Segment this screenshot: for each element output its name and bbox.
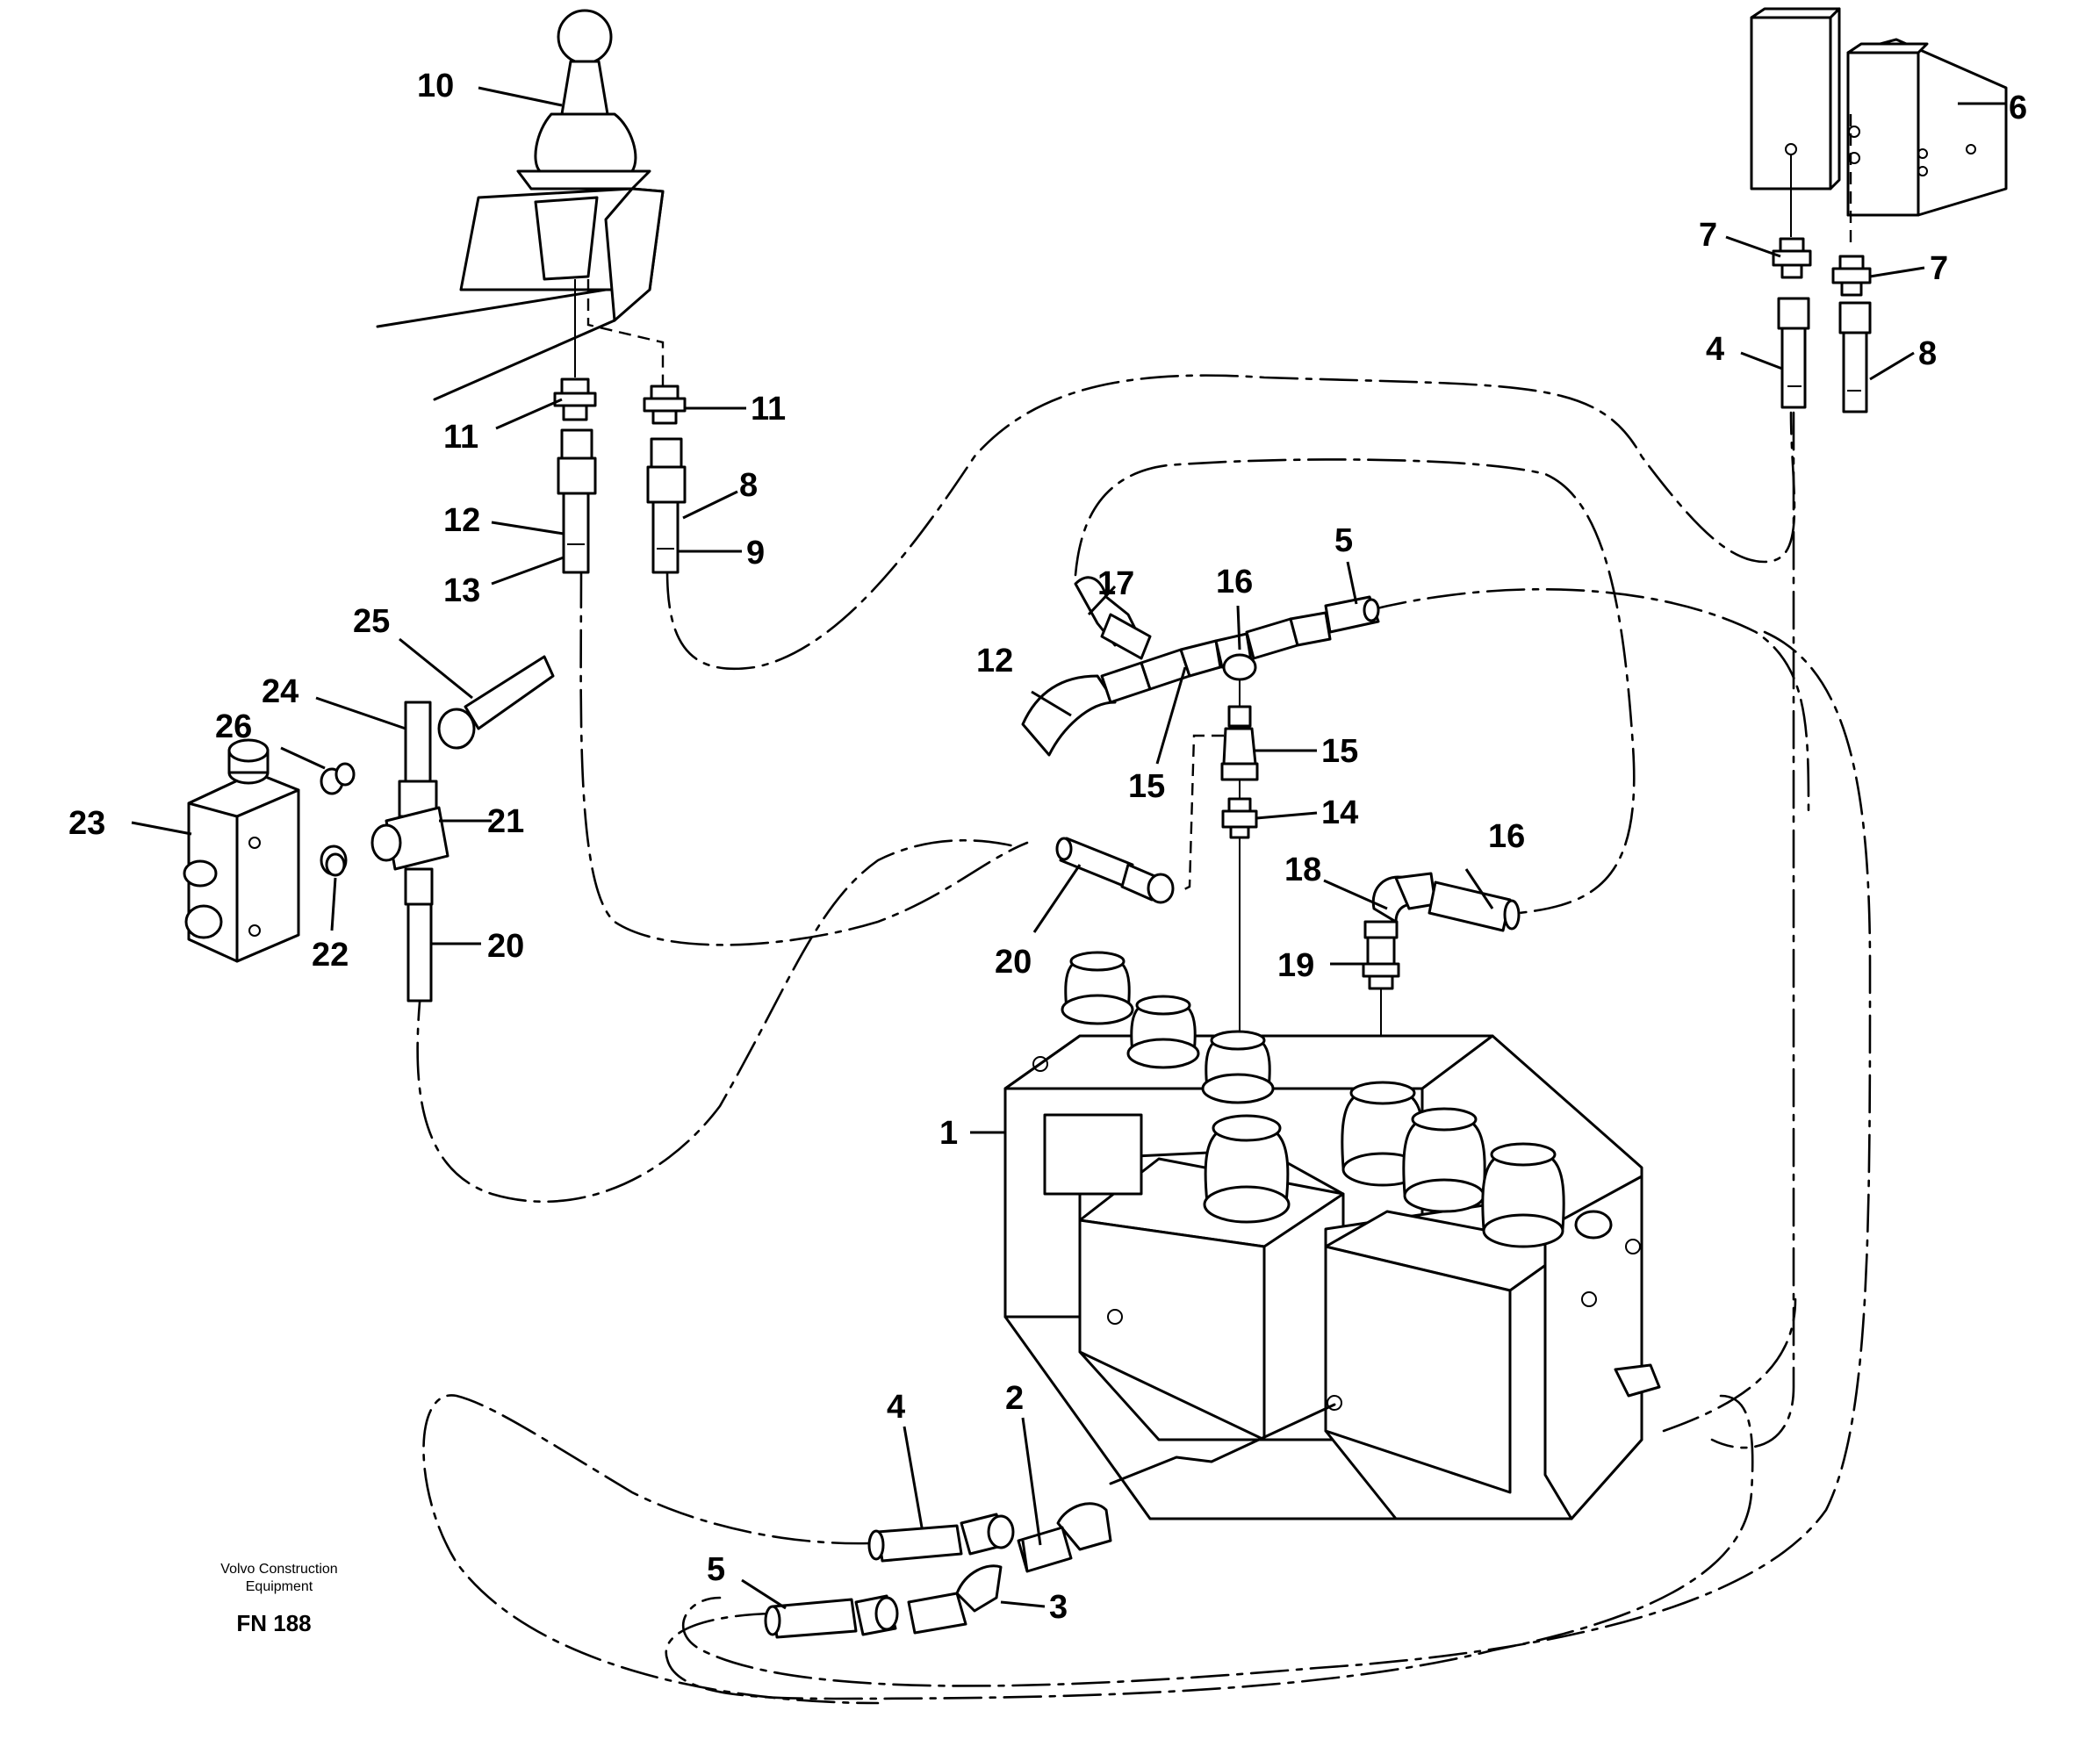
control-lever	[376, 9, 665, 401]
line-block-out	[1109, 1403, 1336, 1485]
callout-23: 23	[68, 805, 105, 842]
callout-5-bottom: 5	[707, 1551, 725, 1588]
caption-block: Volvo Construction Equipment FN 188	[220, 1562, 337, 1636]
callout-15-right: 15	[1321, 733, 1358, 770]
callout-20-left: 20	[487, 928, 524, 965]
callout-7-left: 7	[1699, 217, 1717, 254]
lever-stem	[560, 60, 609, 116]
elbow-18-19	[1362, 872, 1521, 1089]
callout-2: 2	[1005, 1380, 1024, 1417]
callout-22: 22	[312, 937, 349, 974]
tee-15-lower	[1222, 727, 1257, 765]
console-edge-1	[376, 288, 608, 328]
callout-7-right: 7	[1930, 250, 1948, 287]
caption-company-line1: Volvo Construction	[220, 1562, 337, 1577]
callout-14: 14	[1321, 794, 1358, 831]
callout-11-left: 11	[443, 419, 478, 456]
bottom-fittings	[764, 1403, 1336, 1639]
tee-21-assembly	[320, 655, 555, 1003]
callout-13: 13	[443, 572, 480, 609]
callout-19: 19	[1277, 947, 1314, 984]
hose-16-right	[1428, 880, 1512, 932]
callout-5-upper: 5	[1334, 522, 1353, 559]
hose-8-9	[646, 437, 687, 574]
center-fitting-group	[1021, 576, 1380, 1089]
callout-11-right: 11	[751, 391, 786, 428]
hose-8-top	[1838, 301, 1872, 413]
fitting-11-right	[643, 385, 687, 425]
block-port	[1043, 1113, 1143, 1196]
valve-block-6	[1750, 7, 2008, 217]
callout-8-left: 8	[739, 467, 758, 504]
lever-flange	[516, 169, 651, 190]
callout-16-upper: 16	[1216, 564, 1253, 600]
callout-labels: 10 6 7 7 4 8 11 11 12 8 13 9 25 24 26 23…	[68, 68, 2027, 1626]
hose-4-top	[1777, 297, 1810, 409]
hose-route-right-up	[1662, 1297, 1797, 1433]
callout-4-top: 4	[1706, 331, 1724, 368]
solenoid-caps	[1061, 951, 1565, 1248]
hose-4-bottom	[876, 1524, 963, 1563]
hose-25	[464, 655, 555, 730]
callout-8-top: 8	[1918, 335, 1937, 372]
hose-5-bottom	[771, 1598, 858, 1639]
fitting-3	[955, 1564, 1003, 1613]
callout-17: 17	[1097, 565, 1134, 602]
callout-15-left: 15	[1128, 768, 1165, 805]
callout-16-lower: 16	[1488, 818, 1525, 855]
block-side	[1543, 1175, 1643, 1520]
callout-20-center: 20	[995, 944, 1032, 981]
callout-21: 21	[487, 803, 524, 840]
tee-15-upper	[1179, 639, 1222, 678]
console-edge-2	[433, 319, 616, 401]
hose-route-17	[1074, 458, 1636, 915]
lever-boot	[534, 112, 637, 173]
lever-housing	[534, 196, 599, 281]
callout-6: 6	[2009, 90, 2027, 126]
hose-20-center	[1055, 837, 1175, 904]
hose-route-5-bottom	[665, 1394, 1754, 1700]
hose-route-13	[579, 569, 1029, 946]
line-lever-right	[586, 279, 665, 386]
main-valve-block	[1003, 951, 1661, 1520]
leader-lines	[131, 86, 2007, 1610]
hose-12-13	[557, 428, 597, 574]
callout-4-bottom: 4	[887, 1389, 905, 1426]
hose-route-outer-right	[682, 630, 1872, 1687]
hose-route-9	[665, 374, 1796, 671]
caption-figure-code: FN 188	[236, 1610, 311, 1636]
hose-route-20-left	[416, 838, 1020, 1203]
hose-routes	[416, 374, 1872, 1705]
fitting-11-left	[553, 377, 597, 421]
valve-23	[183, 738, 300, 963]
hose-route-4-bottom	[422, 1394, 880, 1705]
callout-18: 18	[1284, 852, 1321, 888]
fitting-7-left	[1772, 237, 1812, 279]
callout-1: 1	[939, 1115, 958, 1152]
callout-26: 26	[215, 708, 252, 745]
lever-console-side	[604, 187, 665, 322]
hose-24	[404, 701, 432, 783]
callout-12-left: 12	[443, 502, 480, 539]
callout-25: 25	[353, 603, 390, 640]
hose-route-5	[1368, 588, 1810, 818]
callout-9: 9	[746, 535, 765, 571]
caption-company-line2: Equipment	[246, 1579, 313, 1594]
fitting-7-right	[1831, 255, 1872, 297]
callout-24: 24	[262, 673, 298, 710]
fitting-14	[1221, 809, 1258, 829]
callout-10: 10	[417, 68, 454, 104]
callout-12-center: 12	[976, 643, 1013, 679]
lever-knob	[557, 9, 613, 65]
hose-20-left	[406, 902, 433, 1003]
hose-route-4-top	[1710, 411, 1795, 1449]
callout-3: 3	[1049, 1589, 1068, 1626]
fitting-2	[1056, 1502, 1112, 1551]
